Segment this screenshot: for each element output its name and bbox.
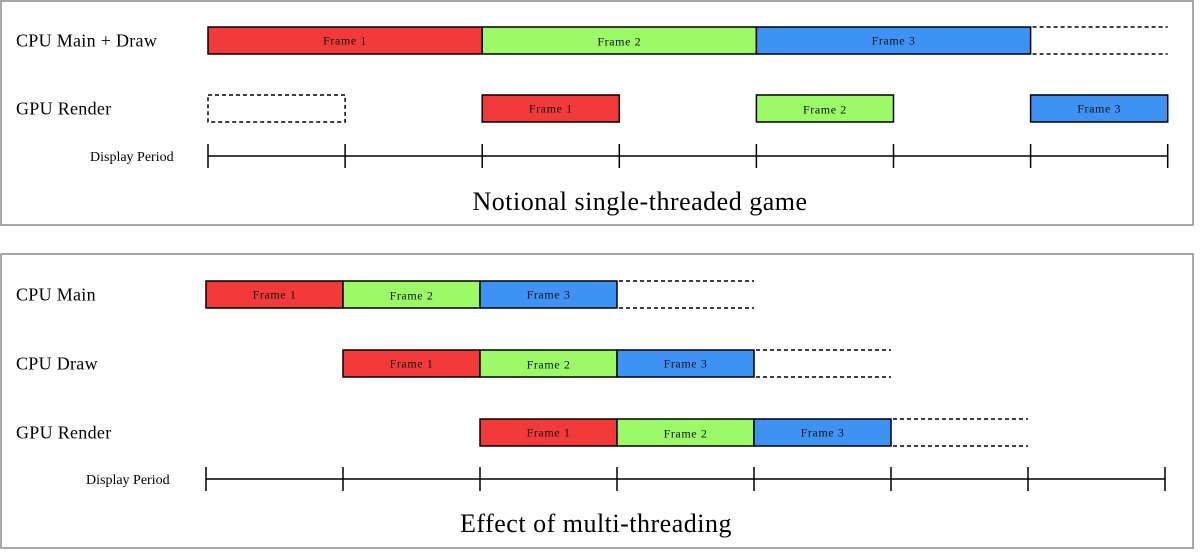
frame-segment-label: Frame 1 (323, 34, 367, 48)
frame-segment-label: Frame 2 (597, 35, 641, 49)
frame-segment-label: Frame 1 (529, 102, 573, 116)
frame-segment-label: Frame 3 (527, 288, 571, 302)
panel-caption: Effect of multi-threading (460, 509, 732, 538)
frame-segment-label: Frame 1 (253, 288, 297, 302)
row-label: CPU Main + Draw (16, 31, 157, 51)
frame-segment-label: Frame 2 (664, 427, 708, 441)
panel-caption: Notional single-threaded game (472, 187, 807, 216)
frame-segment-label: Frame 3 (664, 357, 708, 371)
frame-segment (205, 280, 344, 309)
frame-segment-label: Frame 2 (527, 358, 571, 372)
frame-segment (616, 418, 755, 447)
frame-segment (479, 280, 618, 309)
row-label: CPU Draw (16, 354, 98, 374)
frame-segment-label: Frame 1 (527, 426, 571, 440)
frame-segment (755, 26, 1032, 55)
panel-border (0, 253, 1194, 549)
frame-segment-label: Frame 2 (803, 103, 847, 117)
timeline-row: CPU Draw Frame 1 Frame 2 Frame 3 (16, 349, 891, 378)
frame-segment (207, 26, 483, 55)
row-label: GPU Render (16, 423, 112, 443)
display-period-axis: Display Period (90, 144, 1169, 168)
frame-segment-label: Frame 3 (872, 34, 916, 48)
frame-segment (1029, 94, 1169, 123)
timeline-row: GPU Render Frame 1 Frame 2 Frame 3 (16, 418, 1028, 447)
frame-segment-label: Frame 2 (390, 289, 434, 303)
frame-segment (616, 349, 755, 378)
frame-segment (342, 349, 481, 378)
panel-border (0, 0, 1194, 226)
idle-slot-box (207, 94, 346, 123)
frame-segment (753, 418, 892, 447)
frame-segment (481, 26, 758, 55)
frame-segment-label: Frame 3 (1077, 102, 1121, 116)
frame-segment (481, 94, 621, 123)
frame-segment-label: Frame 3 (801, 426, 845, 440)
row-label: CPU Main (16, 285, 96, 305)
timeline-row: CPU Main Frame 1 Frame 2 Frame 3 (16, 280, 754, 309)
frame-segment (755, 94, 895, 123)
timeline-row: CPU Main + Draw Frame 1 Frame 2 Frame 3 (16, 26, 1168, 55)
display-period-label: Display Period (90, 150, 174, 165)
display-period-axis: Display Period (86, 467, 1166, 491)
display-period-label: Display Period (86, 473, 170, 488)
row-label: GPU Render (16, 99, 112, 119)
frame-segment-label: Frame 1 (390, 357, 434, 371)
timeline-row: GPU Render Frame 1 Frame 2 Frame 3 (16, 94, 1169, 123)
